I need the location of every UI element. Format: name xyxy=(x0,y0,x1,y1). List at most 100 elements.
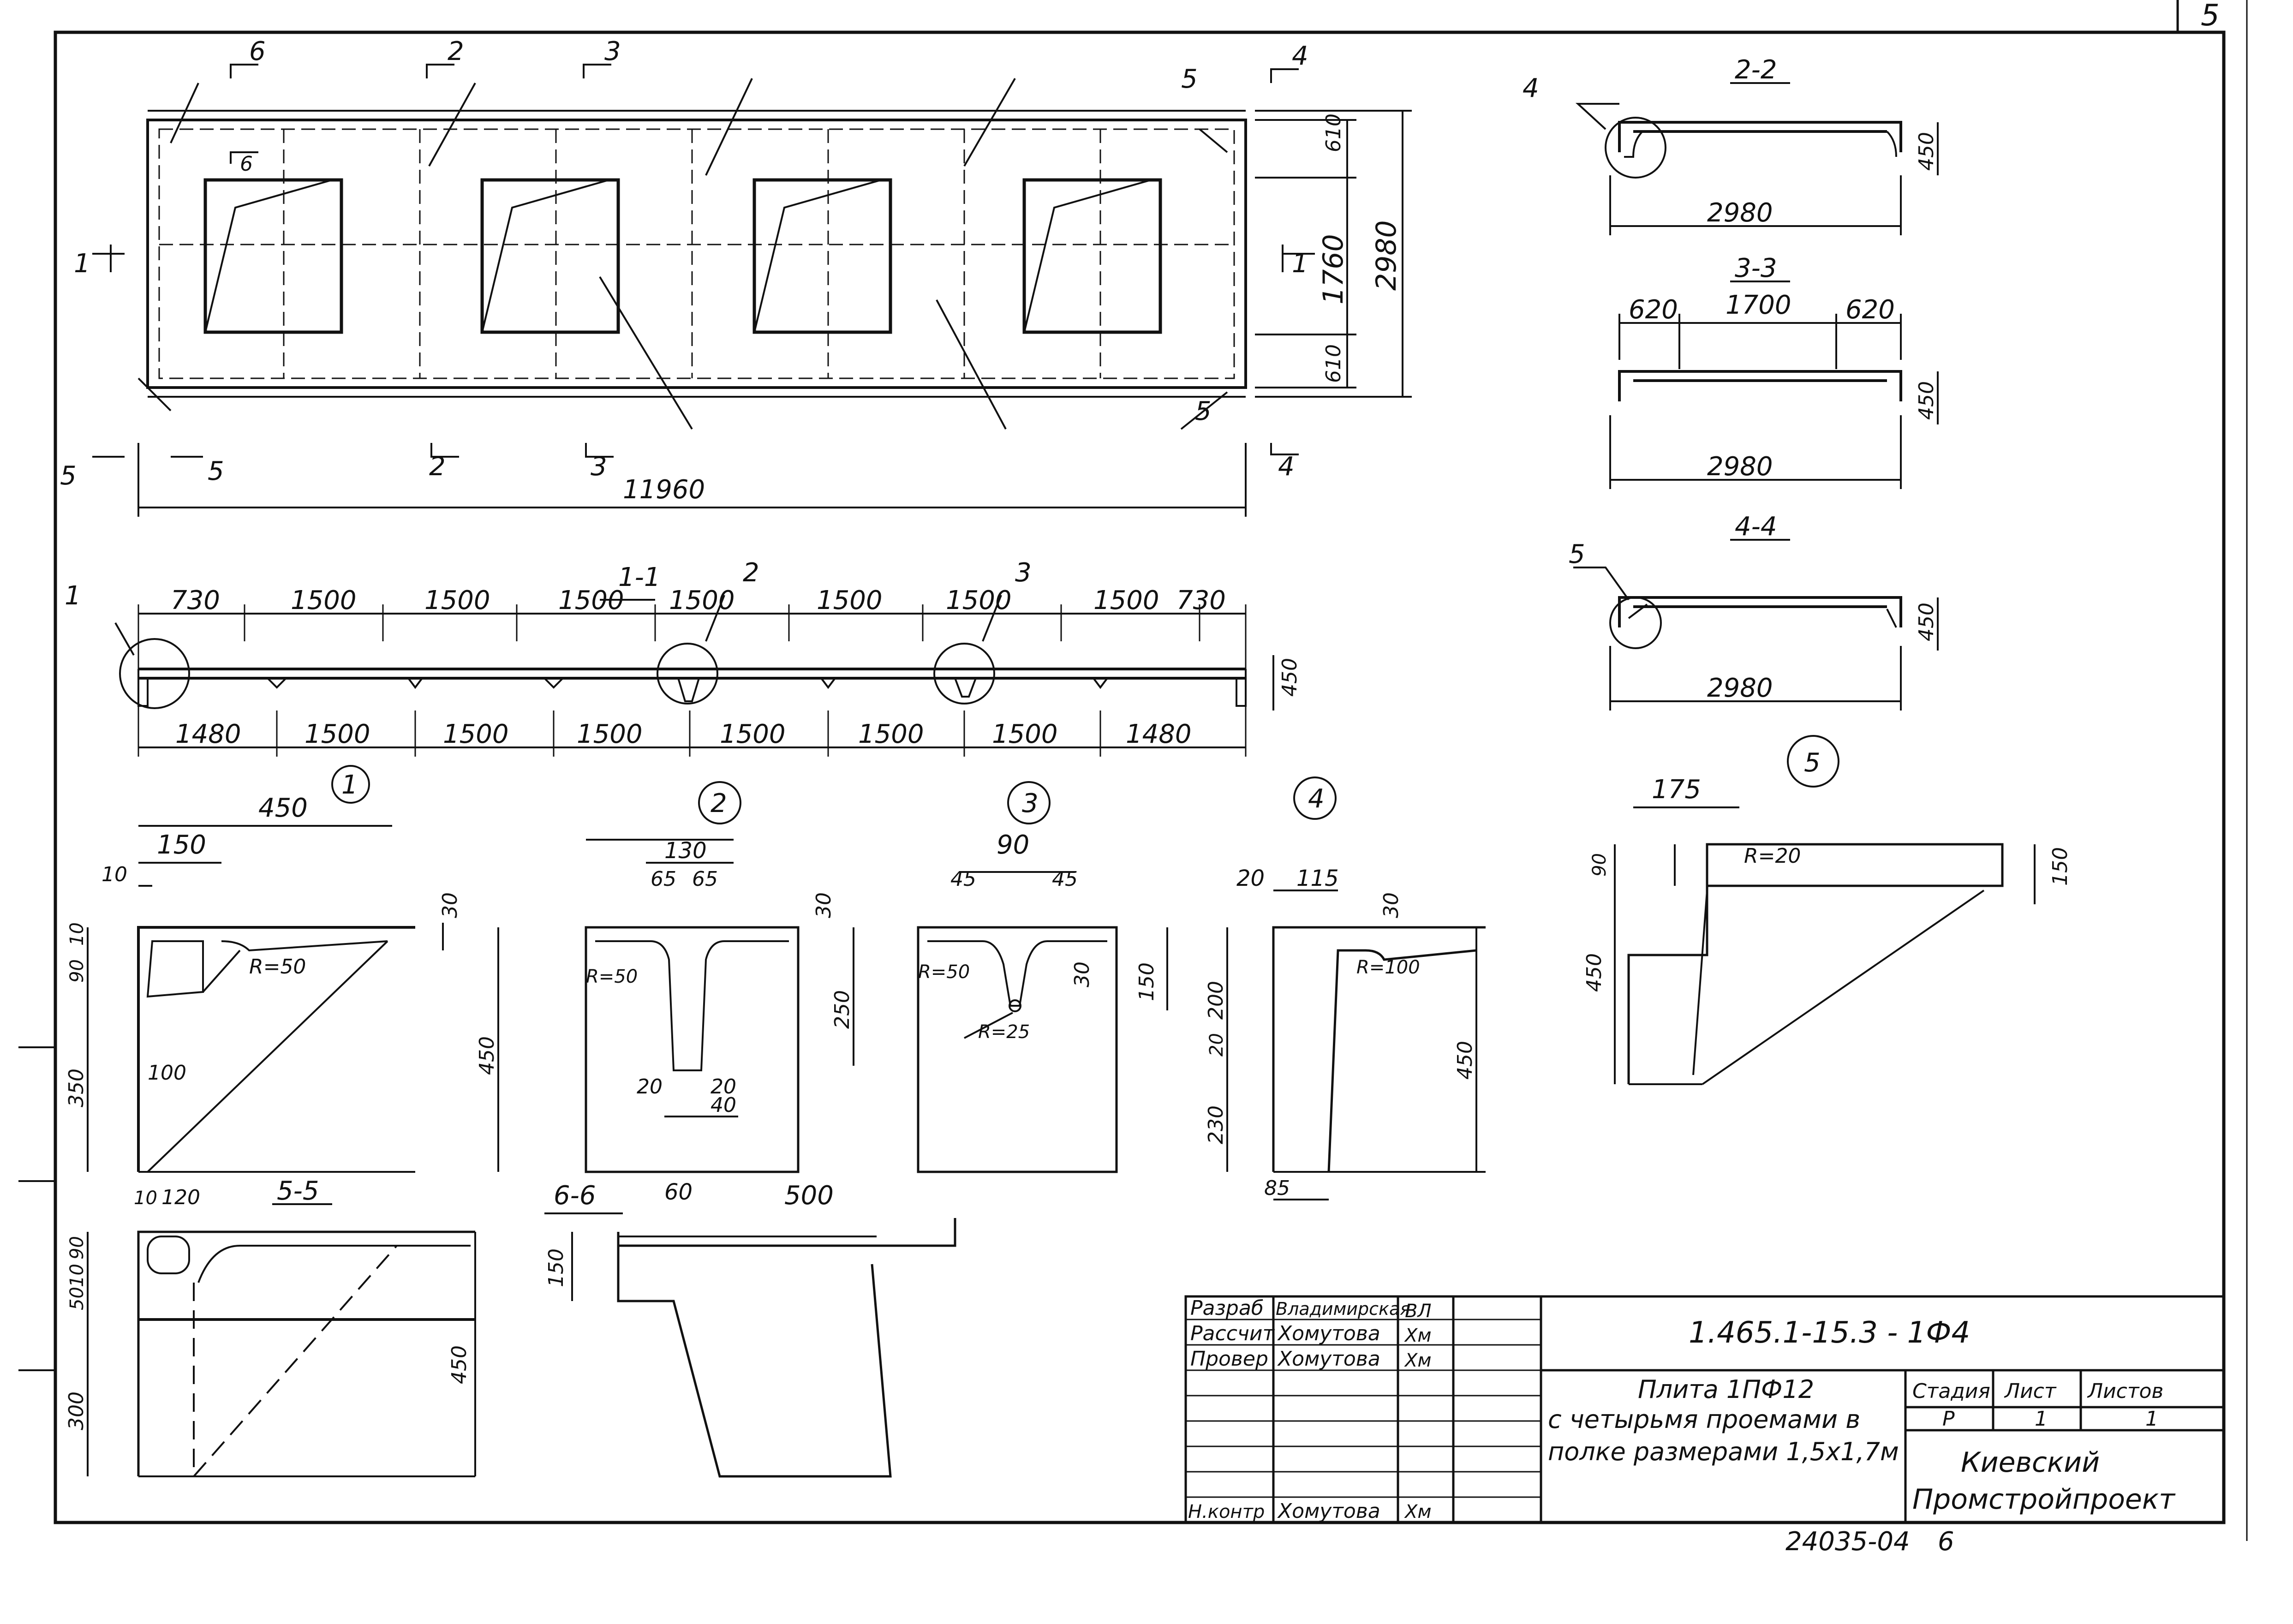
detail-label-circle-3 xyxy=(1007,781,1051,824)
detail-callout-1 xyxy=(119,638,190,709)
section-3-3 xyxy=(1609,281,1939,489)
section-title-6-6: 6-6 xyxy=(554,1181,596,1211)
name-developer: Владимирская xyxy=(1276,1299,1410,1319)
radius-label: R=100 xyxy=(1356,957,1420,978)
signature: Хм xyxy=(1404,1350,1432,1371)
dim-620: 620 xyxy=(1629,295,1678,325)
dim-10: 10 xyxy=(102,863,127,886)
section-6-6 xyxy=(544,1212,956,1478)
detail-label-1: 1 xyxy=(341,770,358,800)
dim-11960: 11960 xyxy=(623,475,705,505)
name-checker: Хомутова xyxy=(1277,1347,1380,1371)
dim-top-6: 1500 xyxy=(946,585,1012,615)
radius-label: R=50 xyxy=(249,955,306,979)
radius-label: R=25 xyxy=(978,1021,1030,1043)
opening xyxy=(203,178,343,334)
dim-top-5: 1500 xyxy=(817,585,883,615)
dim-top-7: 1500 xyxy=(1093,585,1159,615)
dim-bottom-5: 1500 xyxy=(858,719,924,749)
dim-450: 450 xyxy=(1582,953,1606,992)
detail-4 xyxy=(1226,776,1486,1200)
name-calculator: Хомутова xyxy=(1277,1322,1380,1345)
dim-bottom-3: 1500 xyxy=(577,719,643,749)
cut-label-5: 5 xyxy=(1195,396,1212,426)
callout-3: 3 xyxy=(1015,558,1032,588)
cut-label-5: 5 xyxy=(208,456,224,486)
detail-label-circle-1 xyxy=(331,765,370,804)
dim-bottom-6: 1500 xyxy=(992,719,1058,749)
cut-label-2: 2 xyxy=(429,452,446,482)
dim-450: 450 xyxy=(1453,1041,1477,1080)
header-sheets: Листов xyxy=(2087,1379,2163,1403)
dim-top-4: 1500 xyxy=(669,585,735,615)
dim-2980: 2980 xyxy=(1707,452,1773,482)
dim-300: 300 xyxy=(65,1391,88,1430)
dim-10: 10 xyxy=(66,922,88,946)
section-5-5 xyxy=(87,1203,476,1477)
detail-callout-5 xyxy=(1609,597,1662,649)
dim-65: 65 xyxy=(651,867,676,891)
dim-450: 450 xyxy=(1915,381,1938,420)
opening xyxy=(480,178,620,334)
section-2-2 xyxy=(1575,82,1939,235)
detail-3 xyxy=(917,781,1168,1173)
detail-1 xyxy=(87,765,499,1173)
cut-label-1: 1 xyxy=(1292,249,1308,279)
callout-1: 1 xyxy=(65,581,81,611)
callout-2: 2 xyxy=(743,558,759,588)
role-checker: Провер xyxy=(1190,1347,1268,1371)
role-calculator: Рассчит xyxy=(1190,1322,1275,1345)
dim-65: 65 xyxy=(692,867,718,891)
dim-150: 150 xyxy=(157,830,206,860)
detail-label-5: 5 xyxy=(1804,748,1821,778)
opening xyxy=(1022,178,1162,334)
dim-2980: 2980 xyxy=(1370,220,1403,291)
signature: Хм xyxy=(1404,1501,1432,1522)
value-sheet: 1 xyxy=(2035,1407,2048,1431)
detail-label-4: 4 xyxy=(1308,784,1325,814)
dim-bottom-1: 1500 xyxy=(305,719,370,749)
value-sheets: 1 xyxy=(2145,1407,2158,1431)
dim-130: 130 xyxy=(664,838,707,864)
archive-number: 24035-04 xyxy=(1785,1527,1910,1557)
dim-350: 350 xyxy=(65,1069,88,1107)
dim-bottom-4: 1500 xyxy=(720,719,786,749)
cut-label-4: 4 xyxy=(1278,452,1295,482)
detail-label-circle-4 xyxy=(1293,776,1337,820)
callout-5: 5 xyxy=(1569,539,1585,569)
dim-40: 40 xyxy=(711,1093,736,1117)
dim-bottom-0: 1480 xyxy=(175,719,241,749)
title-block xyxy=(1184,1295,2225,1524)
section-title-3-3: 3-3 xyxy=(1735,253,1777,283)
dim-620: 620 xyxy=(1845,295,1895,325)
description-line-3: полке размерами 1,5х1,7м xyxy=(1548,1437,1899,1466)
cut-label-2: 2 xyxy=(448,36,464,66)
role-developer: Разраб xyxy=(1190,1296,1264,1320)
dim-120: 120 xyxy=(161,1186,200,1209)
dim-610: 610 xyxy=(1322,344,1345,383)
detail-callout-3 xyxy=(933,643,995,705)
signature: Хм xyxy=(1404,1325,1432,1346)
dim-115: 115 xyxy=(1296,866,1339,891)
dim-top-1: 1500 xyxy=(291,585,357,615)
dim-90: 90 xyxy=(66,1236,88,1260)
dim-60: 60 xyxy=(664,1179,693,1205)
description-line-1: Плита 1ПФ12 xyxy=(1638,1375,1814,1404)
dim-450: 450 xyxy=(1915,132,1938,171)
detail-label-circle-2 xyxy=(698,781,741,824)
section-title-2-2: 2-2 xyxy=(1735,55,1777,85)
section-title-1-1: 1-1 xyxy=(618,562,660,592)
dim-90: 90 xyxy=(997,830,1029,860)
dim-1760: 1760 xyxy=(1317,234,1350,304)
name-norm-control: Хомутова xyxy=(1277,1499,1380,1523)
dim-500: 500 xyxy=(784,1181,834,1211)
radius-label: R=50 xyxy=(586,966,638,987)
dim-45: 45 xyxy=(1052,867,1078,891)
dim-150: 150 xyxy=(2048,847,2072,886)
value-stage: Р xyxy=(1942,1407,1955,1431)
detail-callout-2 xyxy=(657,643,718,705)
dim-bottom-2: 1500 xyxy=(443,719,509,749)
dim-30: 30 xyxy=(1379,892,1403,918)
dim-450: 450 xyxy=(1915,603,1938,641)
